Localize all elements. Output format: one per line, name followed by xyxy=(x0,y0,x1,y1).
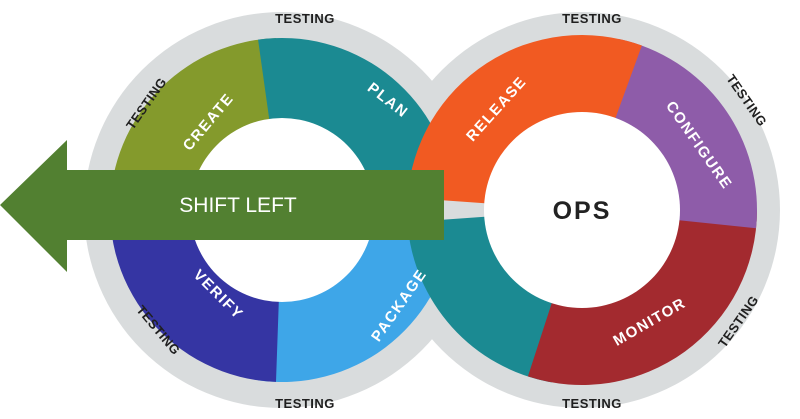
shift-left-arrow xyxy=(0,140,444,272)
testing-label-top-left: TESTING xyxy=(275,11,335,26)
ops-center xyxy=(484,112,680,308)
ops-center-label: OPS xyxy=(553,197,612,225)
segment-plan xyxy=(258,38,453,198)
shift-left-label: SHIFT LEFT xyxy=(179,194,297,217)
segment-release xyxy=(407,35,642,204)
segment-configure xyxy=(601,38,757,229)
segment-monitor xyxy=(527,210,757,385)
testing-label-bottom-right: TESTING xyxy=(562,396,622,411)
segment-package xyxy=(258,222,453,382)
segment-create xyxy=(110,38,279,204)
testing-label-bottom-left: TESTING xyxy=(275,396,335,411)
segment-ops-teal xyxy=(407,216,566,383)
testing-label-top-right: TESTING xyxy=(562,11,622,26)
